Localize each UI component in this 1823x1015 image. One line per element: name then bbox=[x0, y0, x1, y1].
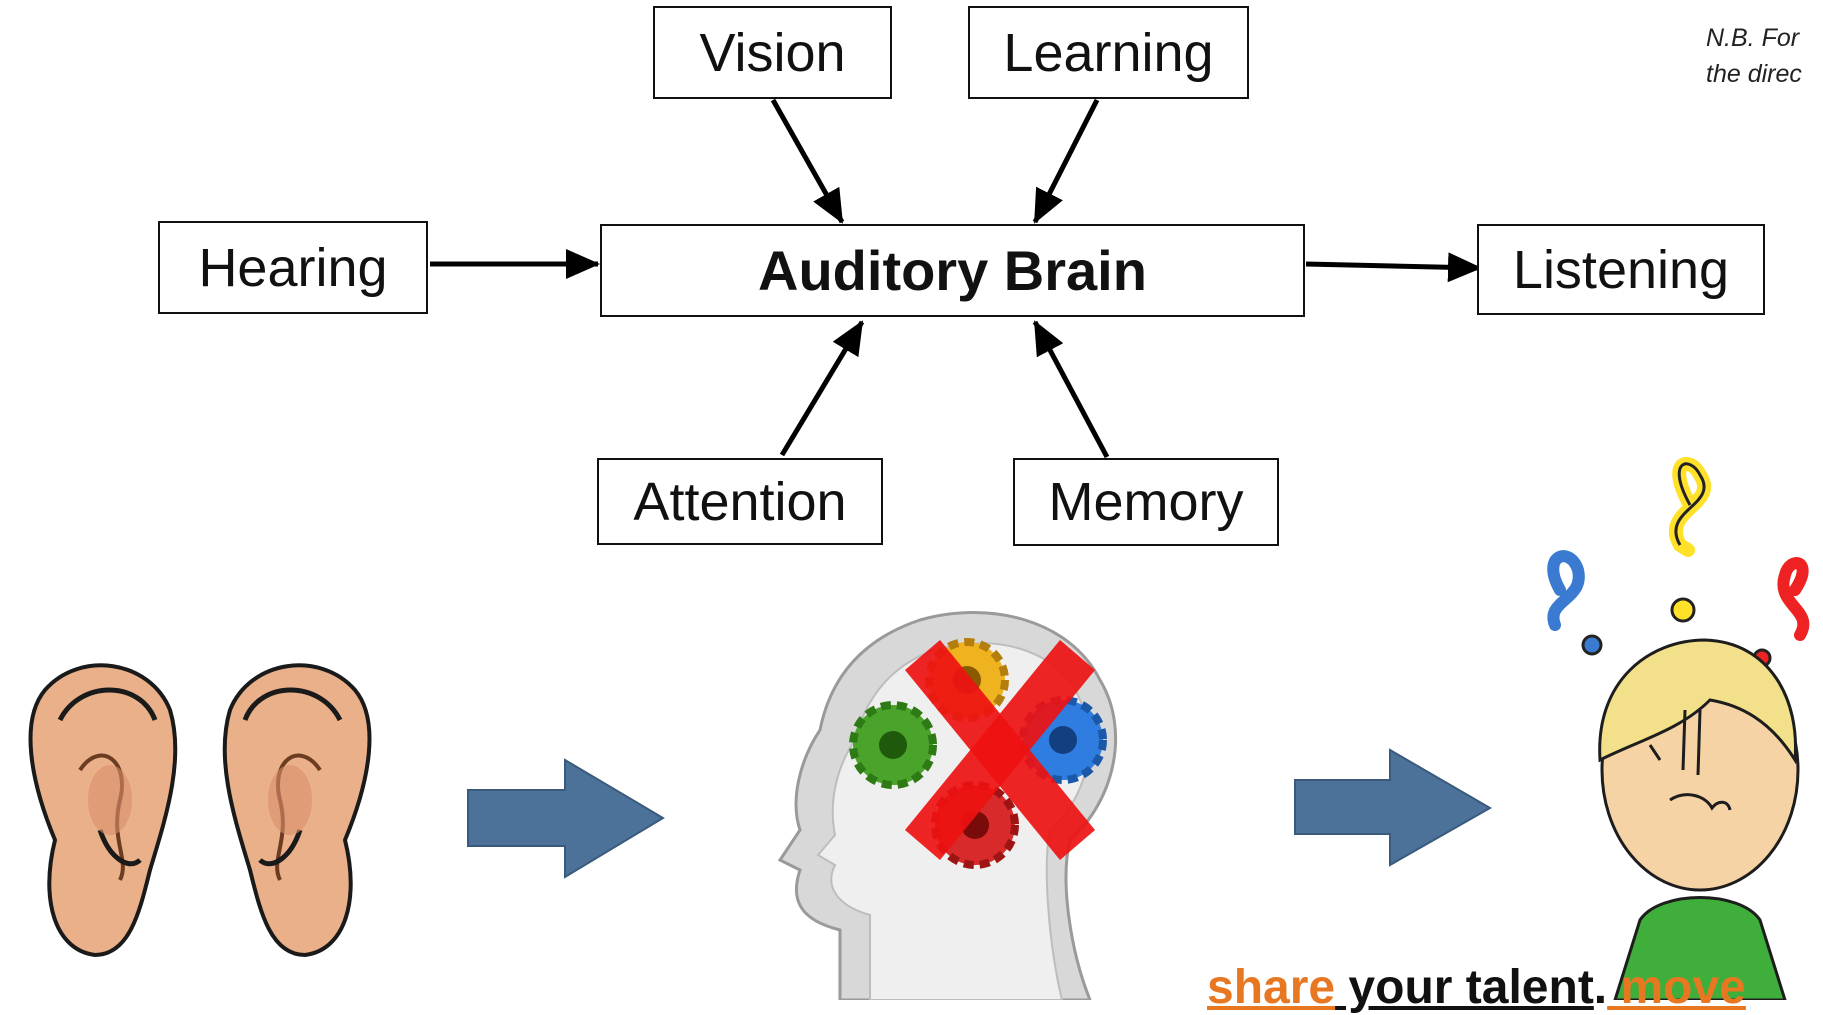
slogan-your-talent: your talent bbox=[1335, 961, 1594, 1014]
learning-label: Learning bbox=[1003, 22, 1214, 83]
auditory-brain-box: Auditory Brain bbox=[600, 224, 1305, 317]
listening-box: Listening bbox=[1477, 224, 1765, 315]
memory-box: Memory bbox=[1013, 458, 1279, 546]
hearing-label: Hearing bbox=[198, 237, 388, 298]
auditory-brain-label: Auditory Brain bbox=[758, 239, 1147, 302]
note-text: N.B. For the direc bbox=[1706, 20, 1802, 92]
confused-person-icon bbox=[1547, 456, 1810, 1000]
note-line-1: N.B. For bbox=[1706, 24, 1800, 52]
slogan: share your talent. move bbox=[1207, 960, 1746, 1015]
slogan-move: move bbox=[1607, 961, 1746, 1014]
note-line-2: the direc bbox=[1706, 60, 1802, 88]
learning-box: Learning bbox=[968, 6, 1249, 99]
listening-label: Listening bbox=[1512, 239, 1730, 300]
attention-box: Attention bbox=[597, 458, 883, 545]
arrow-brain-to-listening bbox=[1305, 252, 1482, 283]
hearing-box: Hearing bbox=[158, 221, 428, 314]
arrow-memory-to-brain bbox=[1032, 320, 1110, 459]
red-cross-icon bbox=[905, 640, 1095, 860]
slogan-separator: . bbox=[1593, 961, 1608, 1014]
arrow-learning-to-brain bbox=[1032, 98, 1100, 224]
vision-box: Vision bbox=[653, 6, 892, 99]
memory-label: Memory bbox=[1048, 472, 1244, 532]
attention-label: Attention bbox=[633, 471, 847, 532]
block-arrow-right-2 bbox=[1294, 748, 1493, 867]
ears-icon bbox=[28, 663, 372, 958]
slogan-share: share bbox=[1207, 961, 1336, 1014]
block-arrow-right-1 bbox=[467, 758, 665, 879]
vision-label: Vision bbox=[699, 22, 846, 83]
arrow-vision-to-brain bbox=[770, 98, 845, 224]
arrow-attention-to-brain bbox=[779, 320, 865, 457]
